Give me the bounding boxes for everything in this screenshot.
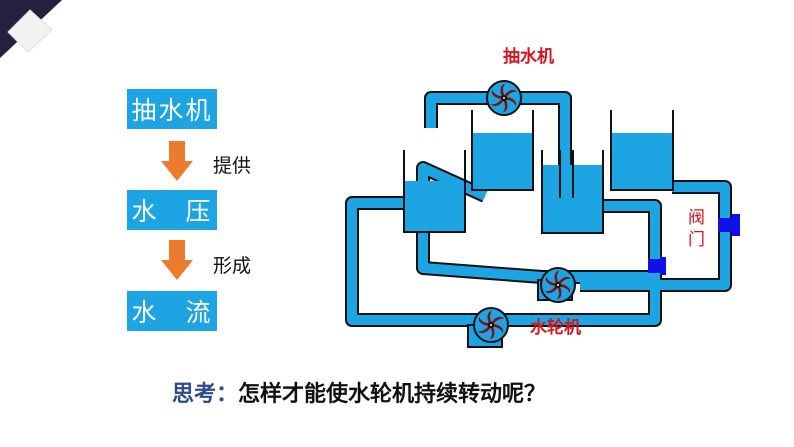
valve-icon [718,214,740,236]
pump-rotor-icon [486,80,522,116]
turbine-rotor-icon [473,307,509,343]
flow-box-pump: 抽水机 [127,89,217,129]
valve-label: 阀门 [688,208,705,250]
question-text: 思考：怎样才能使水轮机持续转动呢？ [172,376,546,408]
flow-label-provide: 提供 [213,155,252,177]
tank-right [610,110,674,191]
flow-label-form: 形成 [213,255,252,277]
corner-diamond [7,9,53,53]
tank-upper-middle [471,110,534,191]
tank-left [403,150,466,233]
down-arrow-icon [161,141,193,181]
valve-icon [648,257,666,275]
question-body: 怎样才能使水轮机持续转动呢？ [238,382,547,407]
down-arrow-icon [161,240,193,280]
pump-label: 抽水机 [503,47,554,67]
turbine-label: 水轮机 [530,318,581,338]
corner-decoration [0,0,62,58]
flow-box-pressure: 水 压 [127,190,217,230]
flow-box-flow: 水 流 [127,291,217,331]
turbine-rotor-icon [540,267,576,303]
question-lead: 思考： [172,382,239,407]
